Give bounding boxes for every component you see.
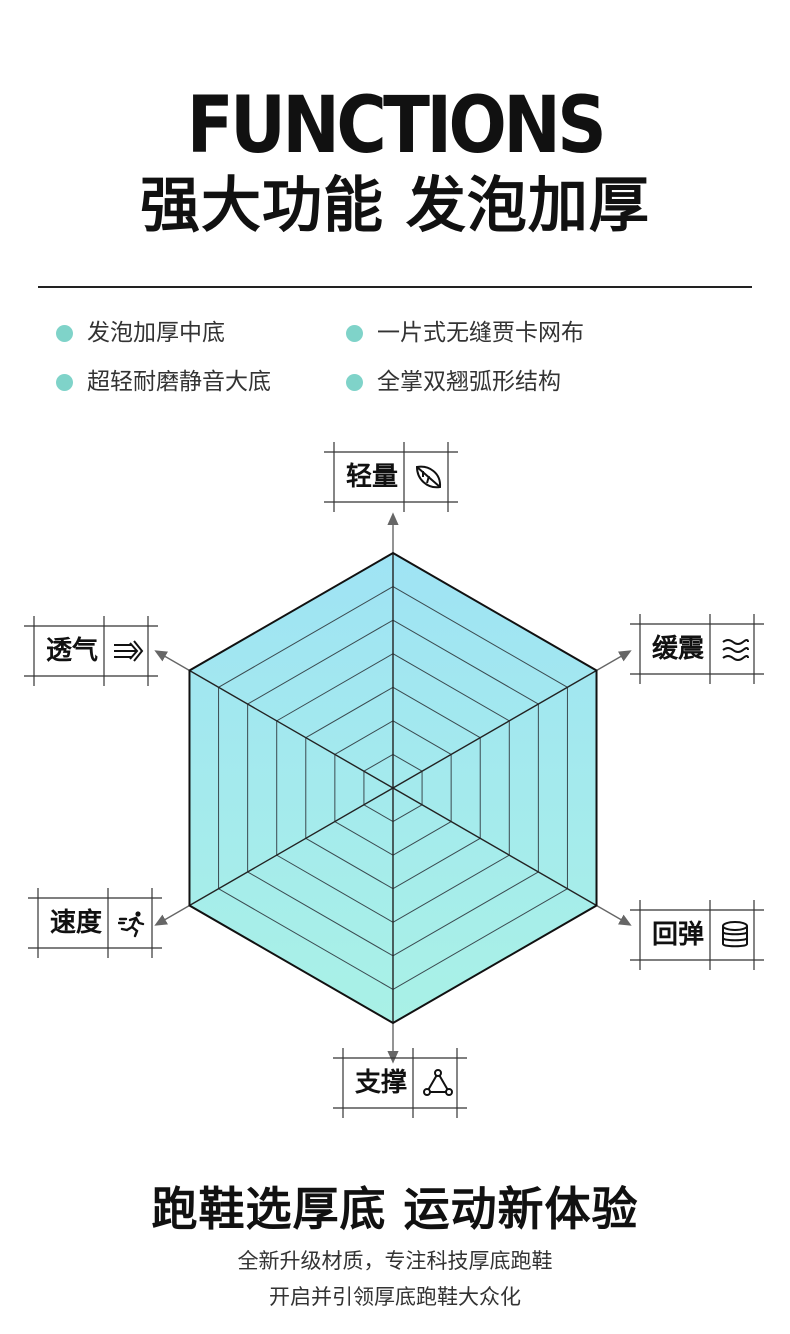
title-chinese: 强大功能 发泡加厚 <box>140 171 650 241</box>
axis-label-text: 透气 <box>46 636 99 666</box>
feature-text: 超轻耐磨静音大底 <box>87 369 271 395</box>
feature-item: 全掌双翘弧形结构 <box>346 367 561 397</box>
radar-grid <box>189 553 597 1023</box>
bottom-line-1: 全新升级材质，专注科技厚底跑鞋 <box>237 1249 553 1273</box>
axis-label-cushioning: 缓震 <box>630 614 764 684</box>
radar-spoke <box>392 787 597 907</box>
radar-spoke <box>392 669 597 789</box>
axis-label-lightweight: 轻量 <box>324 442 458 512</box>
axis-label-rebound: 回弹 <box>630 900 764 970</box>
feature-text: 发泡加厚中底 <box>87 320 225 346</box>
divider-line <box>38 286 752 288</box>
bullet-dot-icon <box>346 324 363 342</box>
bullet-dot-icon <box>346 373 363 391</box>
radar-spoke <box>189 787 394 907</box>
axis-label-text: 支撑 <box>355 1068 408 1098</box>
feature-item: 发泡加厚中底 <box>56 318 225 348</box>
title-english: FUNCTIONS <box>186 81 607 171</box>
wave-icon <box>716 630 754 668</box>
bullet-dot-icon <box>56 324 73 342</box>
leaf-icon <box>410 458 448 496</box>
radar-spoke <box>189 669 394 789</box>
radar-chart <box>154 512 632 1064</box>
triangle-nodes-icon <box>419 1064 457 1102</box>
axis-label-speed: 速度 <box>28 888 162 958</box>
airflow-icon <box>110 632 148 670</box>
axis-label-text: 回弹 <box>652 920 705 950</box>
bottom-line-2: 开启并引领厚底跑鞋大众化 <box>269 1285 521 1309</box>
axis-label-text: 缓震 <box>652 634 705 664</box>
feature-text: 一片式无缝贾卡网布 <box>377 320 584 346</box>
feature-text: 全掌双翘弧形结构 <box>377 369 561 395</box>
axis-label-text: 速度 <box>50 908 103 938</box>
axis-label-support: 支撑 <box>333 1048 467 1118</box>
axis-label-breathability: 透气 <box>24 616 158 686</box>
axis-label-text: 轻量 <box>346 462 399 492</box>
feature-item: 一片式无缝贾卡网布 <box>346 318 584 348</box>
radar-outline <box>188 551 598 1025</box>
bottom-title: 跑鞋选厚底 运动新体验 <box>151 1182 639 1236</box>
feature-item: 超轻耐磨静音大底 <box>56 367 271 397</box>
bullet-dot-icon <box>56 373 73 391</box>
coin-stack-icon <box>716 916 754 954</box>
runner-icon <box>114 904 152 942</box>
